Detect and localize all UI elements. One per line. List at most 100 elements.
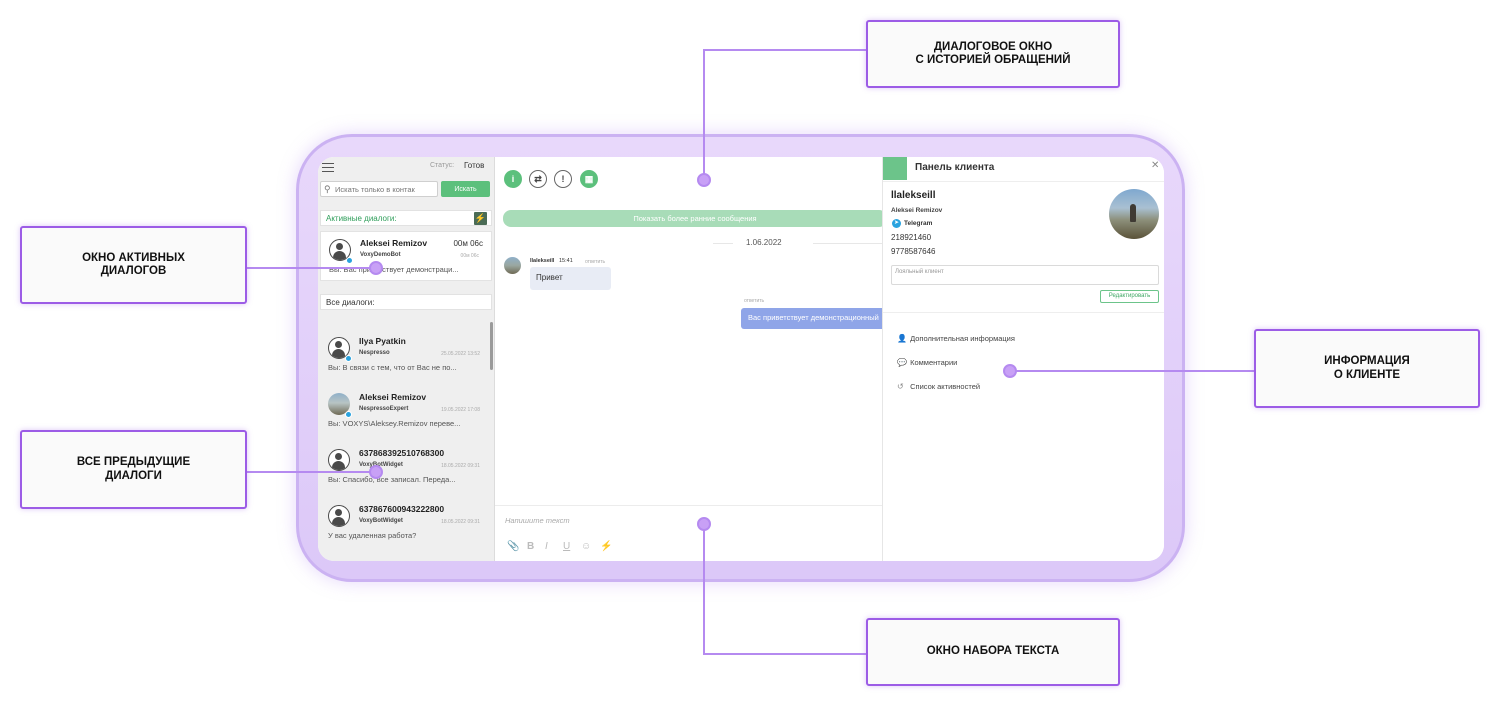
avatar	[328, 505, 350, 527]
connector-dot	[697, 517, 711, 531]
all-dialogs-header: Все диалоги:	[320, 294, 492, 310]
dialog-time: 18.05.2022 09:31	[441, 463, 480, 469]
emoji-icon[interactable]: ☺	[581, 541, 592, 552]
status-label: Статус:	[430, 162, 455, 169]
item-label: Список активностей	[910, 382, 981, 391]
divider	[883, 181, 1164, 182]
client-id: 218921460	[891, 233, 932, 242]
divider	[883, 312, 1164, 313]
attach-icon[interactable]: 📎	[507, 541, 520, 552]
dialog-last-message: Вы: Вас приветствует демонстраци...	[329, 265, 459, 274]
dialog-time: 18.05.2022 09:31	[441, 519, 480, 525]
person-icon: 👤	[897, 334, 907, 343]
connector-line	[1010, 370, 1255, 372]
message-input[interactable]: Напишите текст	[505, 516, 570, 525]
dialog-source: VoxyBotWidget	[359, 462, 403, 468]
telegram-icon: ➤	[892, 219, 901, 228]
dialog-last-message: Вы: VOXYS\Aleksey.Remizov переве...	[328, 419, 461, 428]
outgoing-message: Вас приветствует демонстрационный	[741, 308, 891, 329]
connector-line	[703, 49, 868, 51]
callout-text: ОКНО НАБОРА ТЕКСТА	[926, 645, 1060, 658]
callout-text: ОКНО АКТИВНЫХ ДИАЛОГОВ	[82, 251, 185, 277]
callout-text: ДИАЛОГОВОЕ ОКНО С ИСТОРИЕЙ ОБРАЩЕНИЙ	[915, 40, 1071, 66]
dialog-last-message: Вы: В связи с тем, что от Вас не по...	[328, 363, 457, 372]
bolt-icon[interactable]: ⚡	[600, 541, 613, 552]
comments-item[interactable]: 💬 Комментарии	[897, 358, 957, 367]
client-panel-title: Панель клиента	[915, 162, 995, 173]
reply-link[interactable]: ответить	[585, 259, 606, 265]
connector-dot	[369, 465, 383, 479]
scrollbar[interactable]	[490, 322, 493, 370]
connector-line	[703, 524, 705, 655]
search-icon: ⚲	[324, 184, 331, 194]
incoming-message: Привет	[530, 267, 611, 290]
telegram-icon	[345, 411, 352, 418]
avatar	[504, 257, 521, 274]
dialog-time: 19.05.2022 17:08	[441, 407, 480, 413]
callout-text-input: ОКНО НАБОРА ТЕКСТА	[866, 618, 1120, 686]
callout-client-info: ИНФОРМАЦИЯ О КЛИЕНТЕ	[1254, 329, 1480, 408]
connector-dot	[697, 173, 711, 187]
client-username: llalekseill	[891, 190, 936, 201]
alert-icon[interactable]: !	[554, 170, 572, 188]
client-avatar	[1109, 189, 1159, 239]
info-icon[interactable]: i	[504, 170, 522, 188]
avatar	[328, 393, 350, 415]
panel-accent	[883, 157, 907, 180]
underline-icon[interactable]: U	[563, 541, 571, 552]
connector-line	[703, 653, 868, 655]
dialog-timer: 00м 06с	[453, 239, 483, 248]
transfer-icon[interactable]: ⇄	[529, 170, 547, 188]
dialog-source: VoxyBotWidget	[359, 518, 403, 524]
search-box: ⚲	[320, 181, 438, 197]
app-screen: Статус: Готов ⚲ Искать Активные диалоги:…	[318, 157, 1164, 561]
active-dialogs-header: Активные диалоги: ⚡	[320, 210, 492, 226]
callout-text: ВСЕ ПРЕДЫДУЩИЕ ДИАЛОГИ	[76, 456, 191, 482]
message-time: 15:41	[559, 258, 573, 264]
list-item[interactable]: 637868392510768300 VoxyBotWidget 18.05.2…	[320, 442, 492, 492]
dialogs-panel: Статус: Готов ⚲ Искать Активные диалоги:…	[318, 157, 495, 561]
connector-line	[247, 471, 375, 473]
avatar	[328, 337, 350, 359]
dialog-time: 25.05.2022 13:52	[441, 351, 480, 357]
italic-icon[interactable]: I	[545, 541, 548, 552]
callout-active-dialogs: ОКНО АКТИВНЫХ ДИАЛОГОВ	[20, 226, 247, 304]
connector-dot	[369, 261, 383, 275]
chat-date: 1.06.2022	[746, 238, 782, 247]
bolt-icon[interactable]: ⚡	[474, 212, 487, 225]
search-button[interactable]: Искать	[441, 181, 490, 197]
dialog-last-message: Вы: Спасибо, все записал. Переда...	[328, 475, 456, 484]
activity-list-item[interactable]: ↺ Список активностей	[897, 382, 980, 391]
active-dialog-item[interactable]: Aleksei Remizov 00м 06с VoxyDemoBot 00м …	[320, 231, 492, 281]
list-item[interactable]: 637867600943222800 VoxyBotWidget 18.05.2…	[320, 498, 492, 548]
show-earlier-button[interactable]: Показать более ранние сообщения	[503, 210, 887, 227]
dialog-name: 637867600943222800	[359, 504, 445, 514]
status-value[interactable]: Готов	[464, 161, 485, 170]
client-full-name: Aleksei Remizov	[891, 207, 943, 214]
bold-icon[interactable]: B	[527, 541, 535, 552]
additional-info-item[interactable]: 👤 Дополнительная информация	[897, 334, 1015, 343]
active-dialogs-title: Активные диалоги:	[326, 214, 397, 223]
all-dialogs-title: Все диалоги:	[326, 298, 375, 307]
client-panel: Панель клиента ✕ llalekseill Aleksei Rem…	[882, 157, 1164, 561]
list-item[interactable]: Ilya Pyatkin Nespresso 25.05.2022 13:52 …	[320, 330, 492, 380]
chat-window: i ⇄ ! ▦ Показать более ранние сообщения …	[495, 157, 903, 561]
message-sender: llalekseill	[530, 258, 555, 264]
comments-icon: 💬	[897, 358, 907, 367]
date-divider	[713, 238, 903, 248]
client-note-field[interactable]: Лояльный клиент	[891, 265, 1159, 285]
template-icon[interactable]: ▦	[580, 170, 598, 188]
dialog-name: Aleksei Remizov	[359, 392, 427, 402]
dialog-name: Aleksei Remizov	[360, 238, 428, 248]
list-item[interactable]: Aleksei Remizov NespressoExpert 19.05.20…	[320, 386, 492, 436]
dialog-source: Nespresso	[359, 350, 390, 356]
close-icon[interactable]: ✕	[1151, 160, 1160, 171]
reply-link[interactable]: ответить	[744, 298, 765, 304]
history-icon: ↺	[897, 382, 904, 391]
avatar	[328, 449, 350, 471]
menu-icon[interactable]	[322, 160, 334, 172]
search-input[interactable]	[335, 183, 435, 195]
edit-button[interactable]: Редактировать	[1100, 290, 1159, 303]
client-phone: 9778587646	[891, 247, 936, 256]
